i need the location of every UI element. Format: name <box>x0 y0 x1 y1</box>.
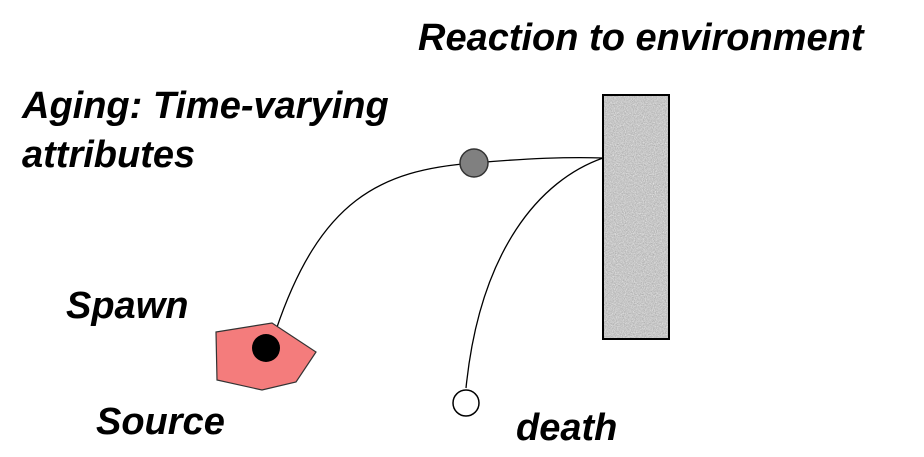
spawn-particle <box>252 334 280 362</box>
trajectory-path-to-wall <box>275 157 604 331</box>
death-label: death <box>516 407 617 449</box>
reaction-label: Reaction to environment <box>418 17 865 59</box>
aging-label-line1: Aging: Time-varying <box>21 85 389 127</box>
spawn-label: Spawn <box>66 285 188 327</box>
trajectory-path-to-death <box>465 157 604 389</box>
dead-particle <box>452 389 480 417</box>
source-label: Source <box>96 401 225 443</box>
wall-obstacle <box>602 94 670 340</box>
aged-particle <box>459 148 489 178</box>
aging-label-line2: attributes <box>22 134 195 176</box>
